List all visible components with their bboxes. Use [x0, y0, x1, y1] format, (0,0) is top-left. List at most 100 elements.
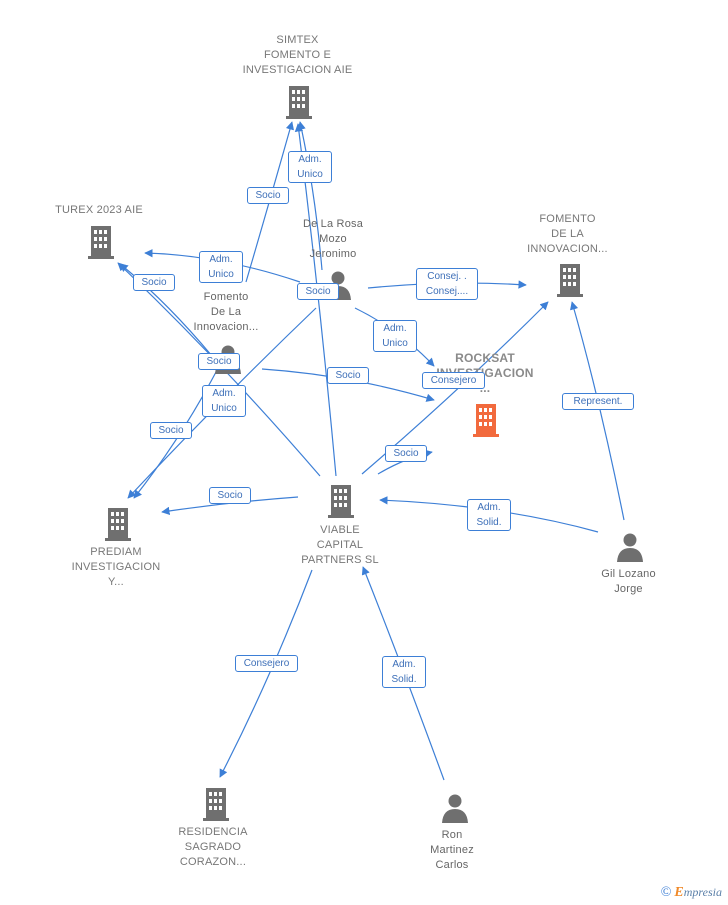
edge-label-line: Socio [141, 277, 167, 288]
edge-label-line: Unico [382, 338, 408, 349]
edge-label-line: Consej.... [425, 286, 469, 297]
edge-label-line: Adm. [209, 254, 233, 265]
node-label-delarosa[interactable]: De La Rosa Mozo Jeronimo [288, 217, 378, 262]
edge-label-socio[interactable]: Socio [198, 353, 240, 370]
node-label-line: INNOVACION... [527, 243, 608, 255]
edge-label-socio[interactable]: Socio [247, 187, 289, 204]
building-icon[interactable] [85, 224, 117, 260]
edge-label-line: Socio [335, 370, 361, 381]
node-label-line: CORAZON... [179, 856, 247, 868]
node-label-line: CAPITAL [316, 539, 364, 551]
edge-label-line: Unico [211, 403, 237, 414]
node-label-ron-martinez[interactable]: Ron Martinez Carlos [412, 828, 492, 873]
edge-label-line: Socio [206, 356, 232, 367]
edge-label-socio[interactable]: Socio [150, 422, 192, 439]
node-label-line: Jeronimo [309, 248, 357, 260]
building-focus-icon[interactable] [470, 402, 502, 438]
edge-label-adm-unico[interactable]: Adm. Unico [199, 251, 243, 283]
node-label-line: Mozo [319, 233, 347, 245]
building-icon[interactable] [200, 786, 232, 822]
edge-label-consej[interactable]: Consej. . Consej.... [416, 268, 478, 300]
node-label-line: VIABLE [320, 524, 360, 536]
copyright-icon: © [660, 885, 672, 900]
edge-label-line: Unico [208, 269, 234, 280]
edge-socio-turex [119, 263, 213, 357]
node-label-fomento-innovacion[interactable]: FOMENTO DE LA INNOVACION... [515, 212, 620, 257]
node-label-line: PARTNERS SL [301, 554, 379, 566]
edge-label-line: Socio [305, 286, 331, 297]
node-label-line: SIMTEX [276, 34, 319, 46]
node-label-turex[interactable]: TUREX 2023 AIE [40, 203, 158, 218]
node-label-gil-lozano[interactable]: Gil Lozano Jorge [586, 567, 671, 597]
node-label-residencia[interactable]: RESIDENCIA SAGRADO CORAZON... [163, 825, 263, 870]
edge-label-line: Unico [297, 169, 323, 180]
edge-label-consejero[interactable]: Consejero [235, 655, 298, 672]
building-icon[interactable] [283, 84, 315, 120]
edge-label-adm-solid[interactable]: Adm. Solid. [382, 656, 426, 688]
edge-label-line: Socio [158, 425, 184, 436]
edge-label-line: Consejero [243, 658, 290, 669]
empresia-logo[interactable]: ©Empresia [661, 885, 722, 901]
edge-label-socio[interactable]: Socio [297, 283, 339, 300]
node-label-line: DE LA [551, 228, 584, 240]
brand-name: mpresia [683, 885, 722, 899]
node-label-prediam[interactable]: PREDIAM INVESTIGACION Y... [62, 545, 170, 590]
person-icon[interactable] [441, 793, 469, 823]
edge-label-line: Socio [217, 490, 243, 501]
node-label-line: Carlos [435, 859, 469, 871]
node-label-simtex[interactable]: SIMTEX FOMENTO E INVESTIGACION AIE [225, 33, 370, 78]
person-icon[interactable] [616, 532, 644, 562]
node-label-line: ROCKSAT [455, 351, 515, 365]
edge-label-line: Consej. . [427, 271, 467, 282]
edge-label-line: Socio [255, 190, 281, 201]
node-label-line: RESIDENCIA [178, 826, 248, 838]
edge-label-adm-unico[interactable]: Adm. Unico [373, 320, 417, 352]
building-icon[interactable] [554, 262, 586, 298]
node-label-line: Innovacion... [193, 321, 259, 333]
edge-label-represent[interactable]: Represent. [562, 393, 634, 410]
node-label-line: De La [210, 306, 242, 318]
edge-label-line: Socio [393, 448, 419, 459]
edge-label-socio[interactable]: Socio [327, 367, 369, 384]
node-label-line: Gil Lozano [601, 568, 656, 580]
node-label-line: Jorge [614, 583, 643, 595]
node-label-line: Martinez [430, 844, 474, 856]
node-label-line: INVESTIGACION AIE [242, 64, 353, 76]
node-label-line: Fomento [203, 291, 249, 303]
node-label-line: FOMENTO E [264, 49, 331, 61]
edge-label-socio[interactable]: Socio [133, 274, 175, 291]
node-label-viable[interactable]: VIABLE CAPITAL PARTNERS SL [285, 523, 395, 568]
edge-label-socio[interactable]: Socio [385, 445, 427, 462]
node-label-line: Y... [108, 576, 124, 588]
node-label-line: INVESTIGACION [71, 561, 161, 573]
node-label-line: PREDIAM [90, 546, 142, 558]
edge-label-line: Adm. [477, 502, 501, 513]
edge-label-line: Solid. [476, 517, 502, 528]
edge-label-line: Adm. [383, 323, 407, 334]
edge-label-line: Represent. [573, 396, 623, 407]
node-label-line: ... [479, 381, 491, 395]
edge-represent [570, 301, 625, 521]
node-label-line: Ron [441, 829, 463, 841]
edge-label-line: Adm. [298, 154, 322, 165]
edge-consejero-residencia [219, 569, 313, 778]
edge-label-consejero[interactable]: Consejero [422, 372, 485, 389]
node-label-line: De La Rosa [302, 218, 364, 230]
edge-adm-unico-simtex [297, 121, 323, 271]
edge-label-socio[interactable]: Socio [209, 487, 251, 504]
edge-label-adm-solid[interactable]: Adm. Solid. [467, 499, 511, 531]
building-icon[interactable] [325, 483, 357, 519]
edge-label-line: Adm. [212, 388, 236, 399]
node-label-fomento-person[interactable]: Fomento De La Innovacion... [176, 290, 276, 335]
building-icon[interactable] [102, 506, 134, 542]
edge-label-line: Solid. [391, 674, 417, 685]
edge-label-adm-unico[interactable]: Adm. Unico [202, 385, 246, 417]
edge-label-line: Adm. [392, 659, 416, 670]
node-label-line: FOMENTO [539, 213, 596, 225]
edge-label-adm-unico[interactable]: Adm. Unico [288, 151, 332, 183]
node-label-line: SAGRADO [184, 841, 242, 853]
node-label-line: TUREX 2023 AIE [55, 204, 143, 216]
brand-initial: E [674, 885, 684, 900]
edge-label-line: Consejero [430, 375, 477, 386]
